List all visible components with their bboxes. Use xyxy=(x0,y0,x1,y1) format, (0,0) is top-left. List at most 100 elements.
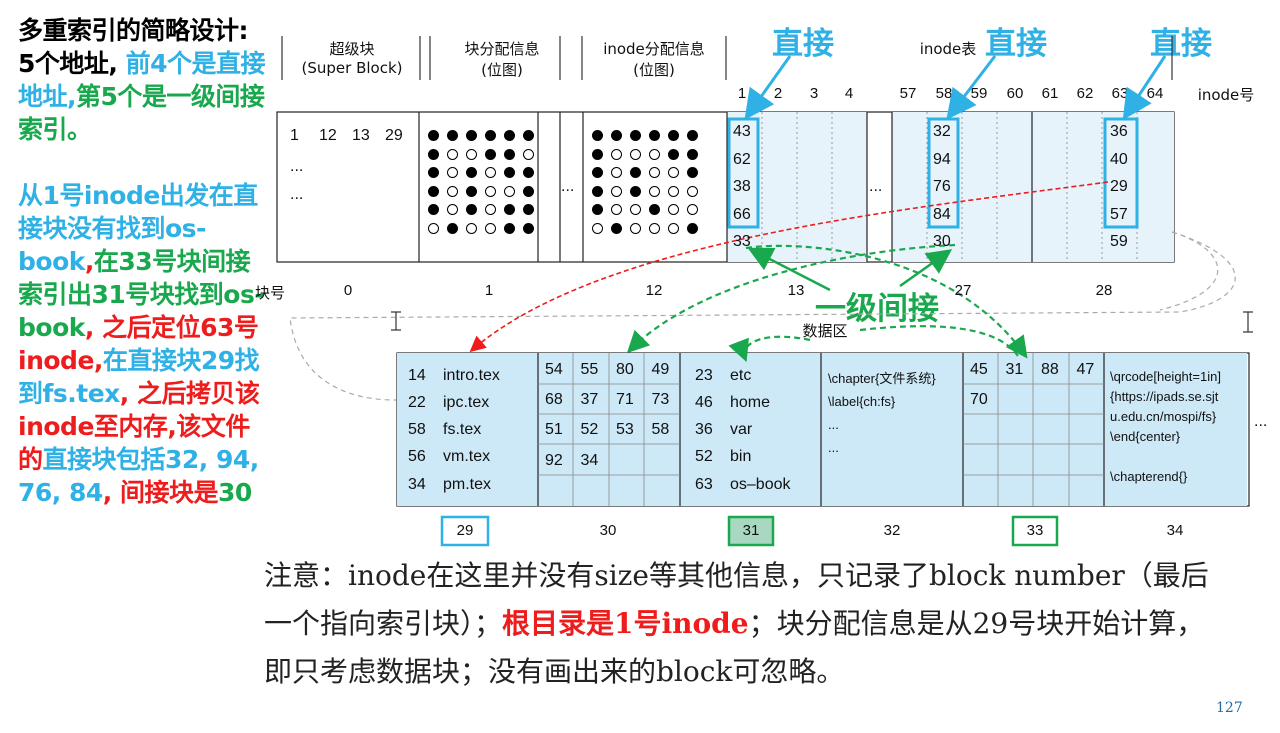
block-number: 1 xyxy=(484,282,494,299)
dir-entry-inode: 52 xyxy=(695,448,713,465)
bitmap-bit-set xyxy=(668,130,679,141)
bitmap-bit-set xyxy=(592,167,603,178)
bitmap-bit-clear xyxy=(611,167,622,178)
inode63-indirect: 59 xyxy=(1110,233,1128,250)
note-text-1: 注意：inode在这里并没有size等其他信息，只记录了block number… xyxy=(264,559,1209,640)
bitmap-bit-set xyxy=(485,148,496,160)
inode-number-label: inode号 xyxy=(1197,86,1255,104)
bitmap-bit-set xyxy=(504,167,515,178)
walk-step-2: 在33号块间接索引出31号块找到os-book xyxy=(18,247,265,342)
inode63-direct: 29 xyxy=(1110,178,1128,195)
bitmap-bit-set xyxy=(630,167,641,178)
inode63-direct: 40 xyxy=(1110,151,1128,168)
superblock-ellipsis: ... xyxy=(290,158,304,175)
bitmap-bit-clear xyxy=(592,222,603,234)
dir-entry-inode: 36 xyxy=(695,421,713,438)
bitmap-bit-set xyxy=(447,222,458,234)
bitmap-bit-set xyxy=(592,185,603,197)
inode1-direct: 38 xyxy=(733,178,751,195)
bitmap-bit-set xyxy=(428,148,439,160)
bitmap-bit-clear xyxy=(649,185,660,197)
superblock-value: 1 xyxy=(290,127,299,144)
bitmap-bit-set xyxy=(466,167,477,178)
block-alloc-header: 块分配信息 (位图) xyxy=(432,38,572,80)
bitmap-bit-clear xyxy=(630,222,641,234)
superblock-ellipsis: ... xyxy=(290,186,304,203)
inode58-direct: 76 xyxy=(933,178,951,195)
bitmap-bit-set xyxy=(428,130,439,141)
index-entry: 71 xyxy=(616,391,634,409)
index-entry: 45 xyxy=(970,361,988,378)
bitmap-bit-set xyxy=(485,130,496,141)
indirect-label: 一级间接 xyxy=(815,291,939,327)
note-text-2: ；块分配信息是从29号块开始计算，即只考虑数据块；没有画出来的block可忽略。 xyxy=(264,607,1205,688)
data-block-number: 31 xyxy=(742,522,760,539)
inode58-direct: 32 xyxy=(933,123,951,140)
inode-number: 3 xyxy=(809,85,819,102)
bitmap-bit-clear xyxy=(523,148,534,160)
dir-entry-name: os–book xyxy=(730,476,791,493)
bitmap-bit-clear xyxy=(485,204,496,215)
data-block-number: 32 xyxy=(883,522,901,539)
dir-entry-name: intro.tex xyxy=(443,367,500,384)
index-entry: 73 xyxy=(651,391,670,409)
index-entry: 51 xyxy=(545,421,563,439)
bitmap-bit-set xyxy=(504,222,515,234)
walk-step-5: , 之后拷贝该inode至内存,该文件的 xyxy=(18,379,260,474)
file-content-line: ... xyxy=(828,417,839,432)
bitmap-bit-clear xyxy=(466,222,477,234)
bitmap-bit-set xyxy=(523,167,534,178)
data-block-number: 33 xyxy=(1026,522,1044,539)
index-entry: 80 xyxy=(616,361,634,378)
index-entry: 58 xyxy=(651,421,670,439)
dir-entry-name: fs.tex xyxy=(443,421,482,438)
bitmap-bit-clear xyxy=(649,148,660,160)
bitmap-bit-clear xyxy=(447,185,458,197)
bitmap-bit-clear xyxy=(649,222,660,234)
index-entry: 37 xyxy=(580,391,599,409)
bitmap-bit-set xyxy=(428,167,439,178)
inode58-direct: 94 xyxy=(933,151,951,168)
file-content-line: \chapterend{} xyxy=(1110,469,1188,484)
block-number-label: 块号 xyxy=(254,284,285,302)
bitmap-bit-set xyxy=(504,148,515,160)
direct-label-3: 直接 xyxy=(1150,26,1212,62)
index-entry: 47 xyxy=(1076,361,1095,378)
direct-label-2: 直接 xyxy=(985,26,1047,62)
bitmap-bit-set xyxy=(630,185,641,197)
bitmap-bit-set xyxy=(523,222,534,234)
super-block-title: 超级块 xyxy=(329,40,375,58)
walk-step-3: , 之后定位63号inode, xyxy=(18,313,259,375)
bitmap-bit-clear xyxy=(649,167,660,178)
bitmap-bit-clear xyxy=(668,167,679,178)
bitmap-bit-set xyxy=(466,130,477,141)
superblock-value: 12 xyxy=(319,127,337,144)
bitmap-bit-set xyxy=(523,130,534,141)
inode1-direct: 43 xyxy=(733,123,751,140)
bitmap-bit-set xyxy=(630,130,641,141)
bitmap-bit-set xyxy=(447,130,458,141)
dir-entry-name: bin xyxy=(730,448,752,465)
index-entry: 70 xyxy=(970,391,988,409)
inode-number: 4 xyxy=(844,85,854,102)
bitmap-bit-set xyxy=(649,130,660,141)
bitmap-bit-clear xyxy=(485,222,496,234)
dir-entry-name: etc xyxy=(730,367,752,384)
bitmap-bit-clear xyxy=(466,148,477,160)
bitmap-bit-set xyxy=(592,148,603,160)
dir-entry-name: pm.tex xyxy=(443,476,492,493)
bitmap-bit-set xyxy=(611,130,622,141)
bitmap-bit-set xyxy=(687,130,698,141)
strip-ellipsis: ... xyxy=(561,178,575,195)
dir-entry-inode: 34 xyxy=(408,476,426,493)
walk-step-7: , 间接块是 xyxy=(102,478,219,507)
inode58-indirect: 30 xyxy=(933,233,951,250)
bitmap-bit-set xyxy=(504,130,515,141)
inode63-direct: 57 xyxy=(1110,206,1128,223)
bitmap-bit-clear xyxy=(447,167,458,178)
dir-entry-inode: 23 xyxy=(695,367,713,384)
data-block-number: 30 xyxy=(599,522,617,539)
bitmap-bit-clear xyxy=(447,204,458,215)
inode-number: 61 xyxy=(1041,85,1059,102)
